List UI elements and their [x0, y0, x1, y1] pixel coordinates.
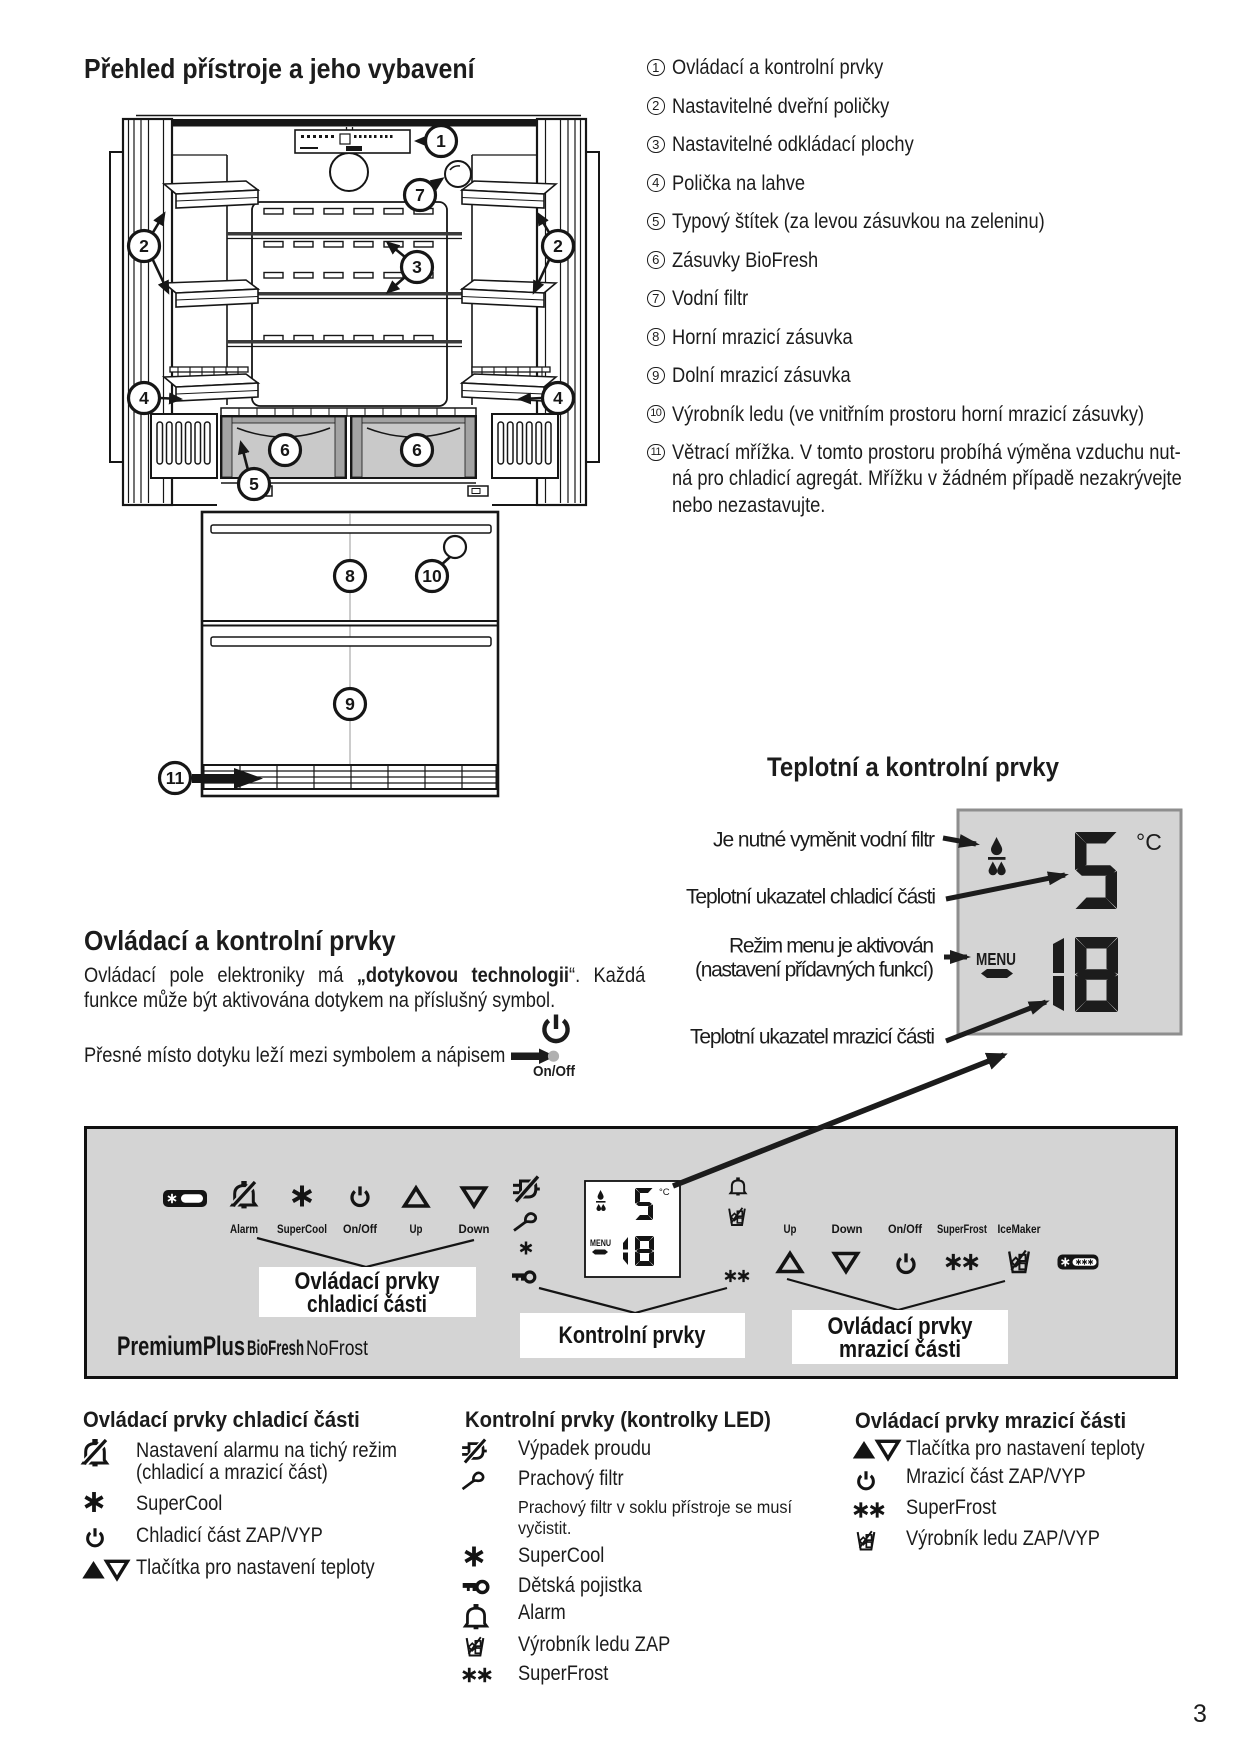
svg-text:Ovládací prvky: Ovládací prvky — [828, 1313, 974, 1340]
svg-text:6: 6 — [412, 440, 422, 460]
svg-text:BioFresh: BioFresh — [247, 1337, 304, 1360]
svg-text:6: 6 — [280, 440, 290, 460]
svg-text:Kontrolní prvky: Kontrolní prvky — [559, 1322, 707, 1349]
svg-text:MENU: MENU — [976, 949, 1016, 969]
svg-text:mrazicí části: mrazicí části — [839, 1336, 961, 1363]
svg-text:Up: Up — [784, 1222, 797, 1236]
svg-text:Ovládací prvky: Ovládací prvky — [295, 1268, 441, 1295]
svg-text:8: 8 — [345, 566, 355, 586]
svg-text:Down: Down — [459, 1222, 490, 1236]
svg-text:Režim menu je aktivován: Režim menu je aktivován — [729, 935, 934, 958]
svg-text:3: 3 — [412, 257, 422, 277]
svg-text:Down: Down — [832, 1222, 863, 1236]
svg-text:7: 7 — [415, 185, 425, 205]
svg-text:On/Off: On/Off — [888, 1222, 923, 1236]
svg-text:Je nutné vyměnit vodní filtr: Je nutné vyměnit vodní filtr — [713, 829, 935, 852]
svg-text:Teplotní ukazatel mrazicí část: Teplotní ukazatel mrazicí části — [690, 1026, 935, 1049]
svg-text:Teplotní ukazatel chladicí čás: Teplotní ukazatel chladicí části — [686, 886, 936, 909]
svg-text:IceMaker: IceMaker — [998, 1222, 1041, 1236]
svg-text:2: 2 — [139, 236, 149, 256]
svg-text:10: 10 — [422, 566, 442, 586]
svg-text:4: 4 — [139, 388, 149, 408]
svg-text:NoFrost: NoFrost — [306, 1337, 368, 1360]
svg-text:11: 11 — [166, 768, 185, 788]
svg-text:°C: °C — [1136, 829, 1162, 855]
svg-text:4: 4 — [553, 388, 563, 408]
svg-text:Alarm: Alarm — [230, 1222, 258, 1236]
svg-text:2: 2 — [553, 236, 563, 256]
svg-text:MENU: MENU — [590, 1238, 611, 1248]
svg-text:chladicí části: chladicí části — [307, 1291, 427, 1318]
svg-text:On/Off: On/Off — [343, 1222, 378, 1236]
svg-text:Up: Up — [410, 1222, 423, 1236]
svg-text:5: 5 — [249, 474, 259, 494]
svg-text:°C: °C — [659, 1187, 670, 1198]
svg-text:(nastavení přídavných funkcí): (nastavení přídavných funkcí) — [695, 959, 934, 982]
svg-text:PremiumPlus: PremiumPlus — [117, 1331, 245, 1361]
svg-text:1: 1 — [436, 131, 446, 151]
svg-text:SuperFrost: SuperFrost — [937, 1222, 987, 1236]
svg-text:9: 9 — [345, 694, 355, 714]
svg-text:SuperCool: SuperCool — [277, 1222, 327, 1236]
